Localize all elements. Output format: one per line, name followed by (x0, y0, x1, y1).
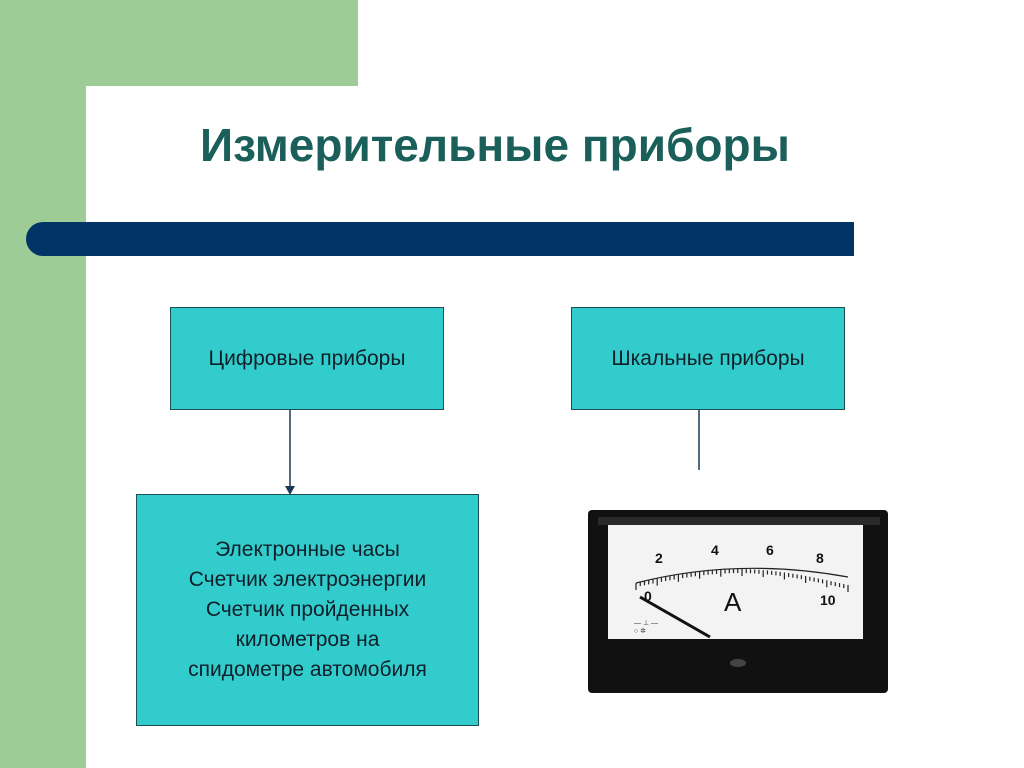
ammeter-needle (639, 595, 711, 639)
arrowhead-icon (285, 486, 295, 495)
digital-instruments-box: Цифровые приборы (170, 307, 444, 410)
background-green-left (0, 0, 86, 768)
scale-instruments-label: Шкальные приборы (611, 346, 805, 370)
ammeter-image: 0 2 4 6 8 10 A — ⊥ — ○ ✲ (588, 510, 888, 693)
example-line: Счетчик пройденных (205, 598, 410, 621)
ammeter-dial (608, 525, 863, 639)
svg-text:○ ✲: ○ ✲ (634, 627, 646, 635)
unit-label: A (724, 587, 742, 617)
background-white-corner (86, 86, 206, 206)
scale-label-6: 6 (766, 542, 774, 558)
scale-label-4: 4 (711, 542, 719, 558)
example-line: Электронные часы (215, 538, 400, 561)
digital-instruments-label: Цифровые приборы (208, 346, 406, 370)
scale-label-10: 10 (820, 592, 836, 608)
scale-label-2: 2 (655, 550, 663, 566)
zero-adjust-screw (730, 659, 746, 667)
scale-instruments-box: Шкальные приборы (571, 307, 845, 410)
example-line: километров на (235, 628, 380, 651)
example-line: спидометре автомобиля (188, 658, 427, 681)
digital-examples-box: Электронные часы Счетчик электроэнергии … (136, 494, 479, 726)
svg-text:— ⊥ —: — ⊥ — (634, 620, 658, 627)
ammeter-scale-ticks (635, 569, 849, 592)
title-underline-bar (26, 222, 854, 256)
example-line: Счетчик электроэнергии (188, 568, 427, 591)
scale-label-0: 0 (644, 588, 652, 604)
scale-label-8: 8 (816, 550, 824, 566)
slide-title: Измерительные приборы (200, 119, 790, 171)
